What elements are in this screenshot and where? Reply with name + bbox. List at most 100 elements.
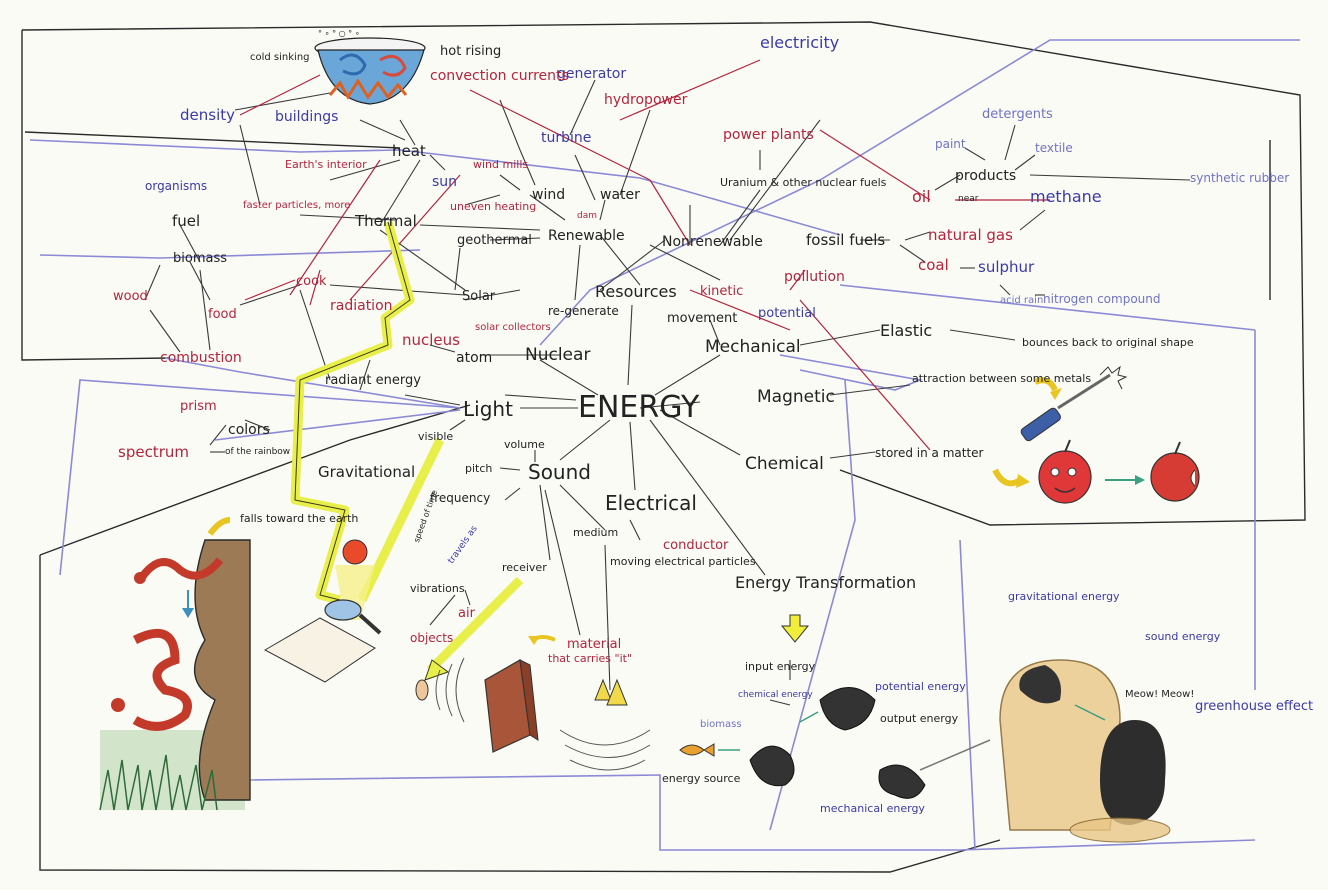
renewable-label: Renewable: [548, 228, 625, 244]
meow-label: Meow! Meow!: [1125, 689, 1194, 700]
uneven-heating-label: uneven heating: [450, 200, 536, 213]
turbine-label: turbine: [541, 130, 591, 146]
objects-label: objects: [410, 631, 453, 645]
uranium-label: Uranium & other nuclear fuels: [720, 176, 887, 189]
sound-node: Sound: [528, 460, 591, 484]
convection-pot-drawing: ° ∘ ° ○ ° ∘: [314, 29, 426, 105]
nonrenewable-label: Nonrenewable: [662, 234, 763, 250]
mechanical-energy-label: mechanical energy: [820, 802, 925, 815]
coal-label: coal: [918, 256, 949, 274]
apples-drawing: [992, 439, 1200, 504]
potential-label: potential: [758, 306, 816, 321]
bounces-back-label: bounces back to original shape: [1022, 336, 1194, 349]
buildings-label: buildings: [275, 109, 338, 125]
connector-lines: [21, 21, 1306, 873]
earths-interior-label: Earth's interior: [285, 158, 367, 171]
rainbow-label: of the rainbow: [225, 447, 290, 457]
nucleus-label: nucleus: [402, 331, 460, 349]
geothermal-label: geothermal: [457, 233, 532, 248]
acid-rain-label: acid rain: [1000, 295, 1043, 306]
paint-label: paint: [935, 137, 966, 151]
electricity-label: electricity: [760, 33, 839, 52]
greenhouse-effect-label: greenhouse effect: [1195, 699, 1313, 714]
methane-label: methane: [1030, 187, 1102, 206]
oil-label: oil: [912, 187, 931, 206]
solar-collectors-label: solar collectors: [475, 322, 551, 333]
cats-drawing: [679, 659, 1171, 843]
textile-label: textile: [1035, 141, 1073, 155]
screwdriver-drawing: [1020, 365, 1128, 442]
generator-label: generator: [557, 66, 626, 82]
visible-label: visible: [418, 430, 453, 443]
chemical-energy-label: chemical energy: [738, 690, 813, 700]
pollution-label: pollution: [784, 269, 845, 285]
potential-energy-label: potential energy: [875, 680, 966, 693]
travels-as-label: travels as: [446, 524, 480, 566]
air-label: air: [458, 606, 476, 621]
nuclear-node: Nuclear: [525, 345, 590, 365]
near-label: near: [958, 194, 979, 204]
dam-label: dam: [577, 211, 597, 221]
elastic-label: Elastic: [880, 321, 932, 340]
biomass-label: biomass: [173, 251, 227, 266]
prism-label: prism: [180, 399, 217, 414]
magnetic-node: Magnetic: [757, 387, 835, 407]
food-label: food: [208, 307, 237, 322]
nitrogen-compound-label: nitrogen compound: [1043, 292, 1161, 306]
sound-energy-label: sound energy: [1145, 630, 1221, 643]
energy-source-label: energy source: [662, 772, 741, 785]
solar-label: Solar: [462, 289, 496, 304]
organisms-label: organisms: [145, 179, 207, 193]
energy-center: ENERGY: [578, 390, 700, 425]
natural-gas-label: natural gas: [928, 226, 1013, 244]
moving-particles-label: moving electrical particles: [610, 555, 756, 568]
medium-label: medium: [573, 526, 618, 539]
synthetic-rubber-label: synthetic rubber: [1190, 171, 1289, 185]
material-label: material: [567, 637, 621, 652]
gravitational-energy-label: gravitational energy: [1008, 590, 1120, 603]
light-node: Light: [463, 397, 513, 421]
sun-label: sun: [432, 174, 457, 190]
snake-tree-drawing: [99, 539, 251, 811]
radiant-energy-label: radiant energy: [325, 373, 421, 388]
output-energy-label: output energy: [880, 712, 959, 725]
wood-label: wood: [113, 289, 148, 304]
cook-label: cook: [296, 274, 327, 289]
products-label: products: [955, 168, 1016, 184]
resources-node: Resources: [595, 282, 677, 301]
that-carries-label: that carries "it": [548, 652, 632, 665]
electrical-node: Electrical: [605, 491, 697, 515]
detergents-label: detergents: [982, 107, 1053, 122]
red-links: [239, 59, 1050, 451]
combustion-label: combustion: [160, 350, 242, 366]
thermal-node: Thermal: [354, 212, 417, 230]
gravitational-node: Gravitational: [318, 463, 415, 481]
power-plants-label: power plants: [723, 127, 814, 143]
regenerate-label: re-generate: [548, 304, 619, 318]
convection-currents-label: convection currents: [430, 68, 569, 84]
transformation-biomass-label: biomass: [700, 719, 742, 730]
frequency-label: frequency: [430, 491, 490, 505]
hot-rising-label: hot rising: [440, 44, 501, 59]
spectrum-label: spectrum: [118, 443, 189, 461]
magnifier-drawing: [263, 539, 382, 683]
stored-in-matter-label: stored in a matter: [875, 446, 984, 460]
wind-label: wind: [532, 187, 565, 203]
colors-label: colors: [228, 422, 270, 438]
falls-arrow: [207, 517, 231, 536]
input-energy-label: input energy: [745, 660, 816, 673]
cold-sinking-label: cold sinking: [250, 52, 310, 63]
mechanical-node: Mechanical: [705, 337, 801, 357]
volume-label: volume: [504, 438, 545, 451]
conductor-label: conductor: [663, 538, 729, 553]
transformation-arrow: [780, 614, 810, 643]
faster-particles-label: faster particles, more: [243, 200, 350, 211]
hydropower-label: hydropower: [604, 92, 688, 108]
vibrations-label: vibrations: [410, 582, 465, 595]
sound-drawing: [415, 635, 651, 771]
sulphur-label: sulphur: [978, 258, 1035, 276]
heat-label: heat: [392, 142, 426, 160]
movement-label: movement: [667, 311, 737, 326]
